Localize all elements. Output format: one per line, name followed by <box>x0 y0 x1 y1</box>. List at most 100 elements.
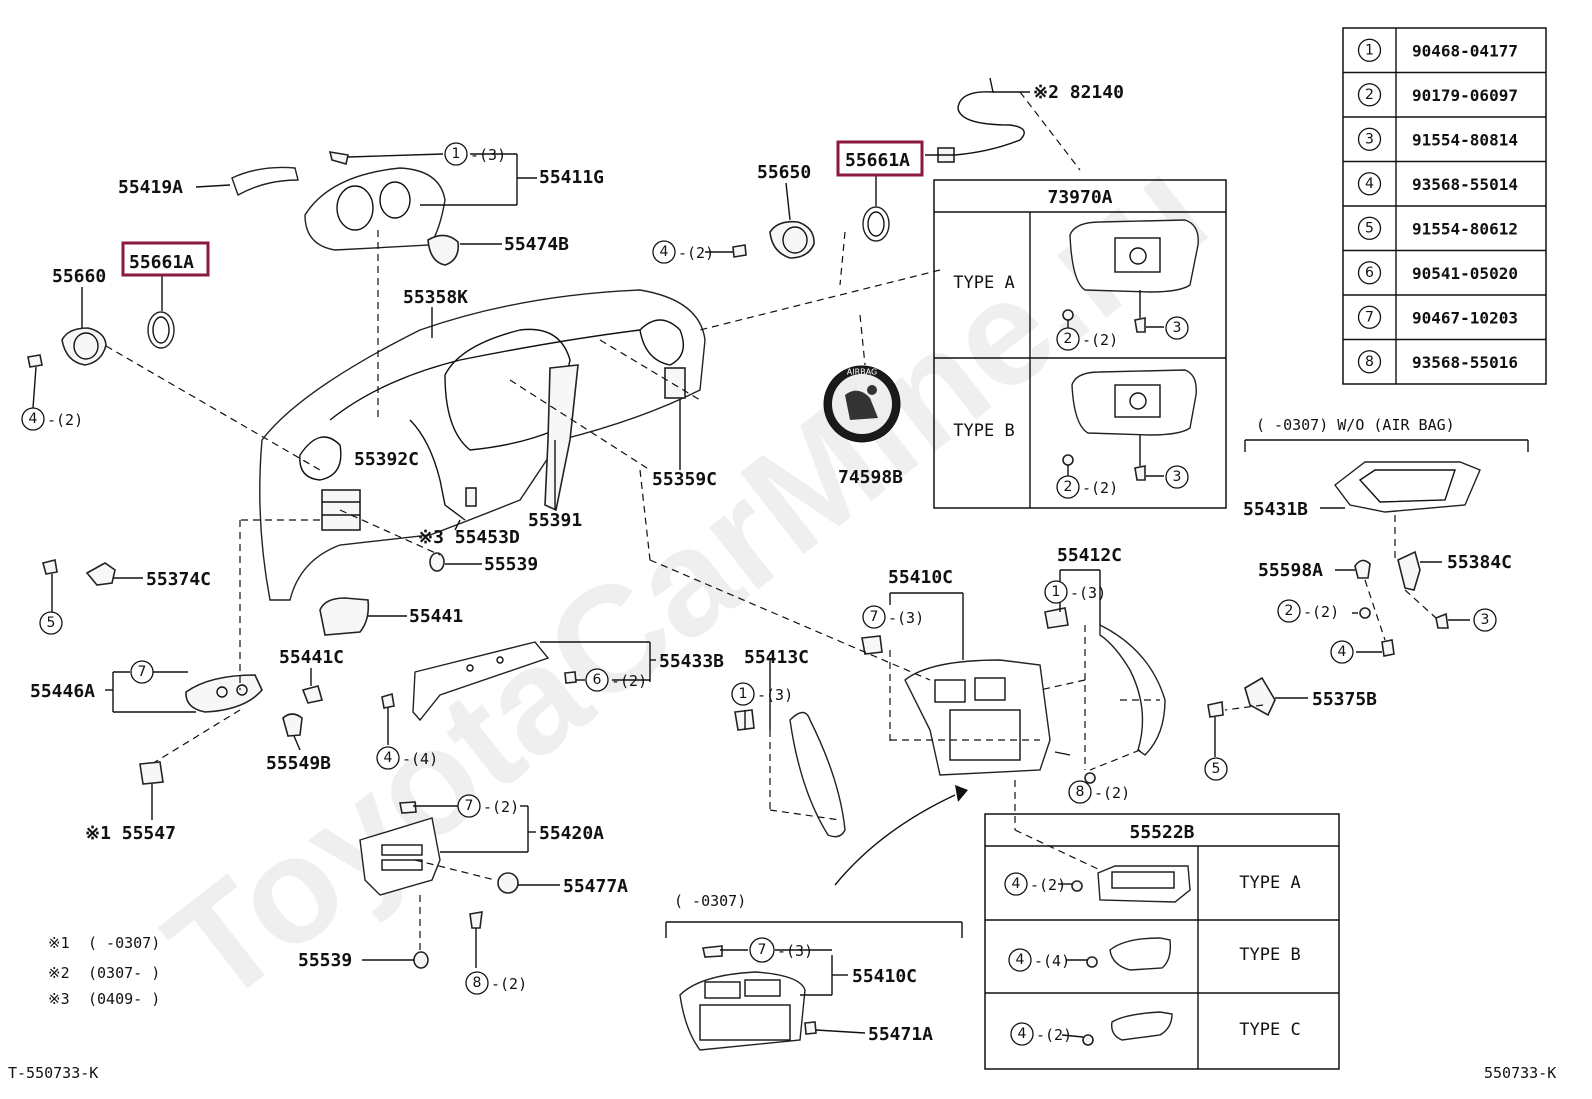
label-55477A: 55477A <box>563 876 628 897</box>
dashed-leaders <box>105 91 1437 955</box>
svg-text:-(3): -(3) <box>470 146 506 164</box>
label-55384C: 55384C <box>1447 552 1512 573</box>
no-airbag-parts <box>1207 461 1481 718</box>
part-labels: 55419A 55411G 55474B 55661A 55660 55358K… <box>30 82 1512 1045</box>
svg-text:1: 1 <box>1052 584 1061 600</box>
svg-text:8: 8 <box>473 975 482 991</box>
svg-text:3: 3 <box>1481 612 1490 628</box>
legend-circle-7 <box>1357 305 1382 329</box>
sub-0307-header: ( -0307) <box>665 892 963 938</box>
svg-text:1: 1 <box>739 686 748 702</box>
label-55358K: 55358K <box>403 287 468 308</box>
callouts: 1 -(3) 4 -(2) 4 -(2) 5 7 6 -(2) 4 -(4) 7… <box>21 142 1497 995</box>
cable-82140 <box>937 77 1025 163</box>
highlight-55661A-top <box>836 140 924 177</box>
svg-text:-(2): -(2) <box>491 975 527 993</box>
note-3-mark: ※3 <box>48 990 70 1008</box>
box-55522B-type-c: TYPE C <box>1239 1020 1300 1040</box>
svg-text:-(2): -(2) <box>1082 331 1118 349</box>
meter-hood <box>231 151 460 266</box>
svg-text:2: 2 <box>1285 603 1294 619</box>
note-2-range: (0307- ) <box>88 964 160 982</box>
svg-text:-(3): -(3) <box>1070 584 1106 602</box>
label-55374C: 55374C <box>146 569 211 590</box>
svg-text:-(2): -(2) <box>483 798 519 816</box>
sub-panel-0307 <box>679 945 817 1051</box>
svg-text:7: 7 <box>465 798 474 814</box>
svg-text:-(2): -(2) <box>611 672 647 690</box>
label-55539-a: 55539 <box>484 554 538 575</box>
legend-circle-1 <box>1357 38 1382 62</box>
legend-num-5: 5 <box>1365 220 1374 236</box>
label-55391: 55391 <box>528 510 582 531</box>
label-55661A-left: 55661A <box>129 252 194 273</box>
footer-right: 550733-K <box>1484 1064 1556 1082</box>
legend-circle-4 <box>1357 172 1382 196</box>
legend-part-4: 93568-55014 <box>1412 175 1518 194</box>
label-55453D: ※3 55453D <box>418 527 520 548</box>
svg-text:4: 4 <box>660 244 669 260</box>
legend-circle-6 <box>1357 261 1382 285</box>
airbag-label: AIRBAG <box>823 365 901 443</box>
svg-text:4: 4 <box>1016 952 1025 968</box>
svg-text:4: 4 <box>29 411 38 427</box>
svg-text:-(2): -(2) <box>1082 479 1118 497</box>
svg-text:5: 5 <box>1212 761 1221 777</box>
box-73970A-type-b: TYPE B <box>953 421 1014 441</box>
svg-text:4: 4 <box>1012 876 1021 892</box>
label-55474B: 55474B <box>504 234 569 255</box>
label-55433B: 55433B <box>659 651 724 672</box>
center-panel-55420A <box>359 801 519 969</box>
label-55539-b: 55539 <box>298 950 352 971</box>
legend-circle-5 <box>1357 216 1382 240</box>
footer-left: T-550733-K <box>8 1064 98 1082</box>
label-55411G: 55411G <box>539 167 604 188</box>
svg-text:1: 1 <box>452 146 461 162</box>
box-73970A-type-a: TYPE A <box>953 273 1014 293</box>
label-55413C: 55413C <box>744 647 809 668</box>
legend-circle-2 <box>1357 83 1382 107</box>
box-55522B-type-b: TYPE B <box>1239 945 1300 965</box>
svg-text:-(4): -(4) <box>402 750 438 768</box>
legend-part-2: 90179-06097 <box>1412 86 1518 105</box>
svg-text:-(3): -(3) <box>888 609 924 627</box>
left-vent <box>27 311 175 368</box>
bracket-55433B <box>381 641 577 722</box>
legend-part-3: 91554-80814 <box>1412 130 1518 149</box>
arrow-curve <box>834 794 956 886</box>
svg-text:-(2): -(2) <box>678 244 714 262</box>
label-55661A-top: 55661A <box>845 150 910 171</box>
legend-num-7: 7 <box>1365 309 1374 325</box>
note-2-mark: ※2 <box>48 964 70 982</box>
label-55446A: 55446A <box>30 681 95 702</box>
svg-text:-(2): -(2) <box>1094 784 1130 802</box>
label-55412C: 55412C <box>1057 545 1122 566</box>
box-73970A-title: 73970A <box>1047 187 1112 208</box>
label-55410C: 55410C <box>888 567 953 588</box>
arrow-head <box>955 785 968 802</box>
legend-circle-8 <box>1357 350 1382 374</box>
svg-text:-(2): -(2) <box>1030 876 1066 894</box>
label-55431B: 55431B <box>1243 499 1308 520</box>
svg-text:-(3): -(3) <box>757 686 793 704</box>
footnotes: ※1 ( -0307) ※2 (0307- ) ※3 (0409- ) <box>48 934 160 1008</box>
legend-part-5: 91554-80612 <box>1412 219 1518 238</box>
legend-num-8: 8 <box>1365 354 1374 370</box>
svg-text:5: 5 <box>47 615 56 631</box>
airbag-text: AIRBAG <box>847 368 877 377</box>
note-3-range: (0409- ) <box>88 990 160 1008</box>
svg-text:3: 3 <box>1173 469 1182 485</box>
svg-text:7: 7 <box>870 609 879 625</box>
svg-text:2: 2 <box>1064 479 1073 495</box>
wo-airbag-text: ( -0307) W/O (AIR BAG) <box>1256 416 1455 434</box>
svg-text:-(2): -(2) <box>1036 1026 1072 1044</box>
box-55522B: 55522B TYPE A TYPE B TYPE C 4 -(2) 4 -(4… <box>984 813 1340 1070</box>
svg-text:2: 2 <box>1064 331 1073 347</box>
lower-left-parts <box>42 552 445 785</box>
sub-0307-text: ( -0307) <box>674 892 746 910</box>
legend-part-6: 90541-05020 <box>1412 264 1518 283</box>
label-55598A: 55598A <box>1258 560 1323 581</box>
label-55375B: 55375B <box>1312 689 1377 710</box>
highlight-55661A-left <box>121 241 210 277</box>
